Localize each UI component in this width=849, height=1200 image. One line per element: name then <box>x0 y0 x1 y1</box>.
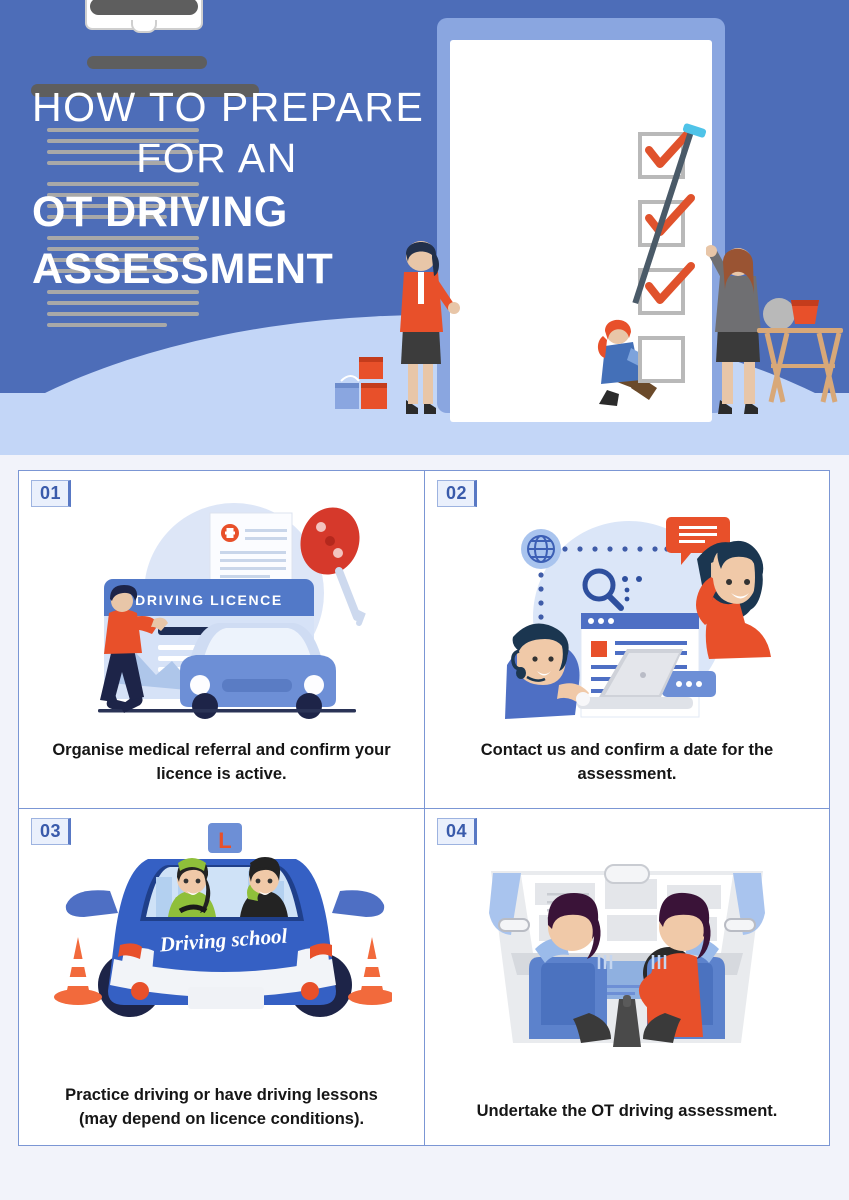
title-line-2: FOR AN <box>136 135 298 181</box>
learner-plate-label: L <box>218 828 231 853</box>
step-illustration-car-interior <box>425 839 829 1059</box>
step-caption: Organise medical referral and confirm yo… <box>52 741 391 783</box>
learner-plate <box>207 823 242 853</box>
step-card-02[interactable]: 02 <box>424 471 829 808</box>
step-number-badge: 02 <box>437 480 478 507</box>
header-banner: HOW TO PREPARE FOR AN OT DRIVING ASSESSM… <box>0 0 849 455</box>
step-card-04[interactable]: 04 <box>424 808 829 1145</box>
steps-grid: 01 <box>18 470 830 1146</box>
title-line-1: HOW TO PREPARE <box>32 84 425 130</box>
step-caption: Undertake the OT driving assessment. <box>476 1102 778 1120</box>
clipboard-clip-notch <box>131 20 157 33</box>
headset-icon <box>511 649 522 671</box>
step-illustration-driving-school: L <box>19 819 424 1049</box>
step-caption: Practice driving or have driving lessons… <box>65 1086 378 1128</box>
step-number-badge: 01 <box>31 480 72 507</box>
person-presenter-left <box>394 232 464 422</box>
licence-card-label: DRIVING LICENCE <box>135 592 283 608</box>
step-card-03[interactable]: 03 L <box>19 808 424 1145</box>
step-illustration-contact <box>425 491 829 741</box>
clipboard-clip-bar <box>90 0 198 15</box>
step-number-badge: 04 <box>437 818 478 845</box>
title-strong-line-2: ASSESSMENT <box>32 245 334 293</box>
title-strong-line-1: OT DRIVING <box>32 188 288 236</box>
paint-boxes-decor <box>333 355 411 418</box>
traffic-cone-icon <box>53 937 102 1005</box>
clipboard-title-bar-short <box>87 56 207 69</box>
step-number-badge: 03 <box>31 818 72 845</box>
person-worker-right <box>705 240 774 421</box>
table-with-bucket-decor <box>757 288 847 413</box>
search-icon <box>582 568 616 602</box>
checkbox-empty <box>638 336 685 383</box>
traffic-cone-icon <box>347 937 392 1005</box>
step-illustration-licence: DRIVING LICENCE <box>19 491 424 741</box>
clipboard-title-bar-long <box>31 84 259 97</box>
clipboard-text-lines <box>47 128 199 344</box>
step-caption: Contact us and confirm a date for the as… <box>480 741 774 783</box>
page-title: HOW TO PREPARE FOR AN OT DRIVING ASSESSM… <box>32 82 424 298</box>
step-card-01[interactable]: 01 <box>19 471 424 808</box>
